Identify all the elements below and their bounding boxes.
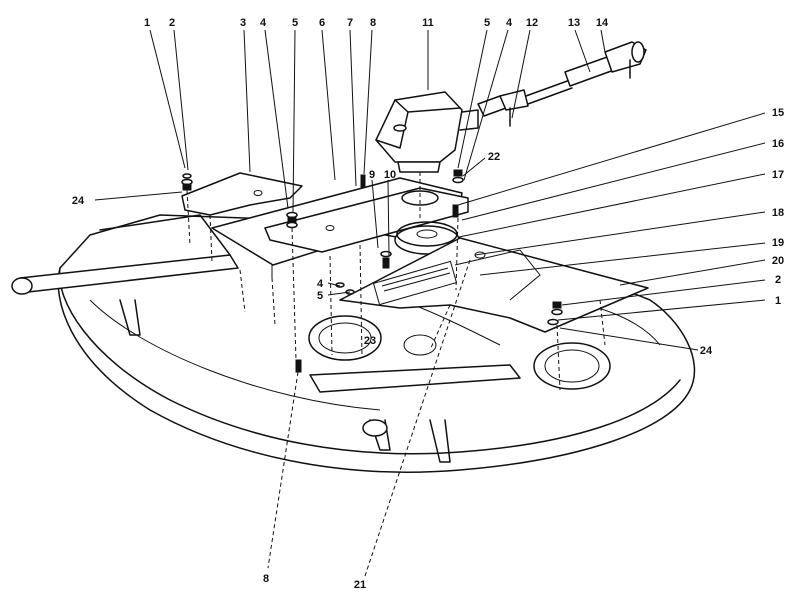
callout-16: 16 [772, 138, 784, 150]
callout-24: 24 [72, 195, 85, 207]
callout-5: 5 [484, 17, 490, 29]
callout-12: 12 [526, 17, 538, 29]
callout-4: 4 [317, 278, 324, 290]
gearbox-housing [375, 91, 479, 173]
callout-24: 24 [700, 345, 713, 357]
callout-11: 11 [422, 17, 434, 29]
callout-10: 10 [384, 169, 396, 181]
callout-15: 15 [772, 107, 784, 119]
right-belt-cover [339, 237, 649, 333]
callout-2: 2 [169, 17, 175, 29]
callout-22: 22 [488, 151, 500, 163]
right-blade-spindle-well [533, 342, 611, 390]
callout-1: 1 [775, 295, 781, 307]
callout-13: 13 [568, 17, 580, 29]
hardware-bolts [181, 169, 563, 373]
callout-18: 18 [772, 207, 784, 219]
callout-9: 9 [369, 169, 375, 181]
callout-5: 5 [292, 17, 298, 29]
left-blade-spindle-well [308, 315, 382, 361]
callout-4: 4 [506, 17, 513, 29]
mounting-plate-detail [454, 249, 541, 301]
center-spindle-well [403, 334, 437, 356]
deck-front-bar [309, 364, 521, 463]
callout-5: 5 [317, 290, 323, 302]
callout-8: 8 [370, 17, 376, 29]
assembly-alignment-lines [186, 172, 606, 577]
left-belt-cover [181, 172, 303, 216]
callout-leader-lines [94, 29, 766, 351]
callout-21: 21 [354, 579, 366, 591]
drive-shaft-assembly [477, 41, 647, 127]
callout-23: 23 [364, 335, 376, 347]
callout-4: 4 [260, 17, 267, 29]
callout-labels: 1 2 3 4 5 6 7 8 11 5 4 12 13 14 24 22 15… [72, 17, 784, 591]
callout-17: 17 [772, 169, 784, 181]
callout-14: 14 [596, 17, 609, 29]
callout-1: 1 [144, 17, 150, 29]
callout-19: 19 [772, 237, 784, 249]
callout-7: 7 [347, 17, 353, 29]
callout-8: 8 [263, 573, 269, 585]
callout-20: 20 [772, 255, 784, 267]
callout-2: 2 [775, 274, 781, 286]
callout-6: 6 [319, 17, 325, 29]
deck-hitch-arm [11, 214, 239, 336]
callout-3: 3 [240, 17, 246, 29]
